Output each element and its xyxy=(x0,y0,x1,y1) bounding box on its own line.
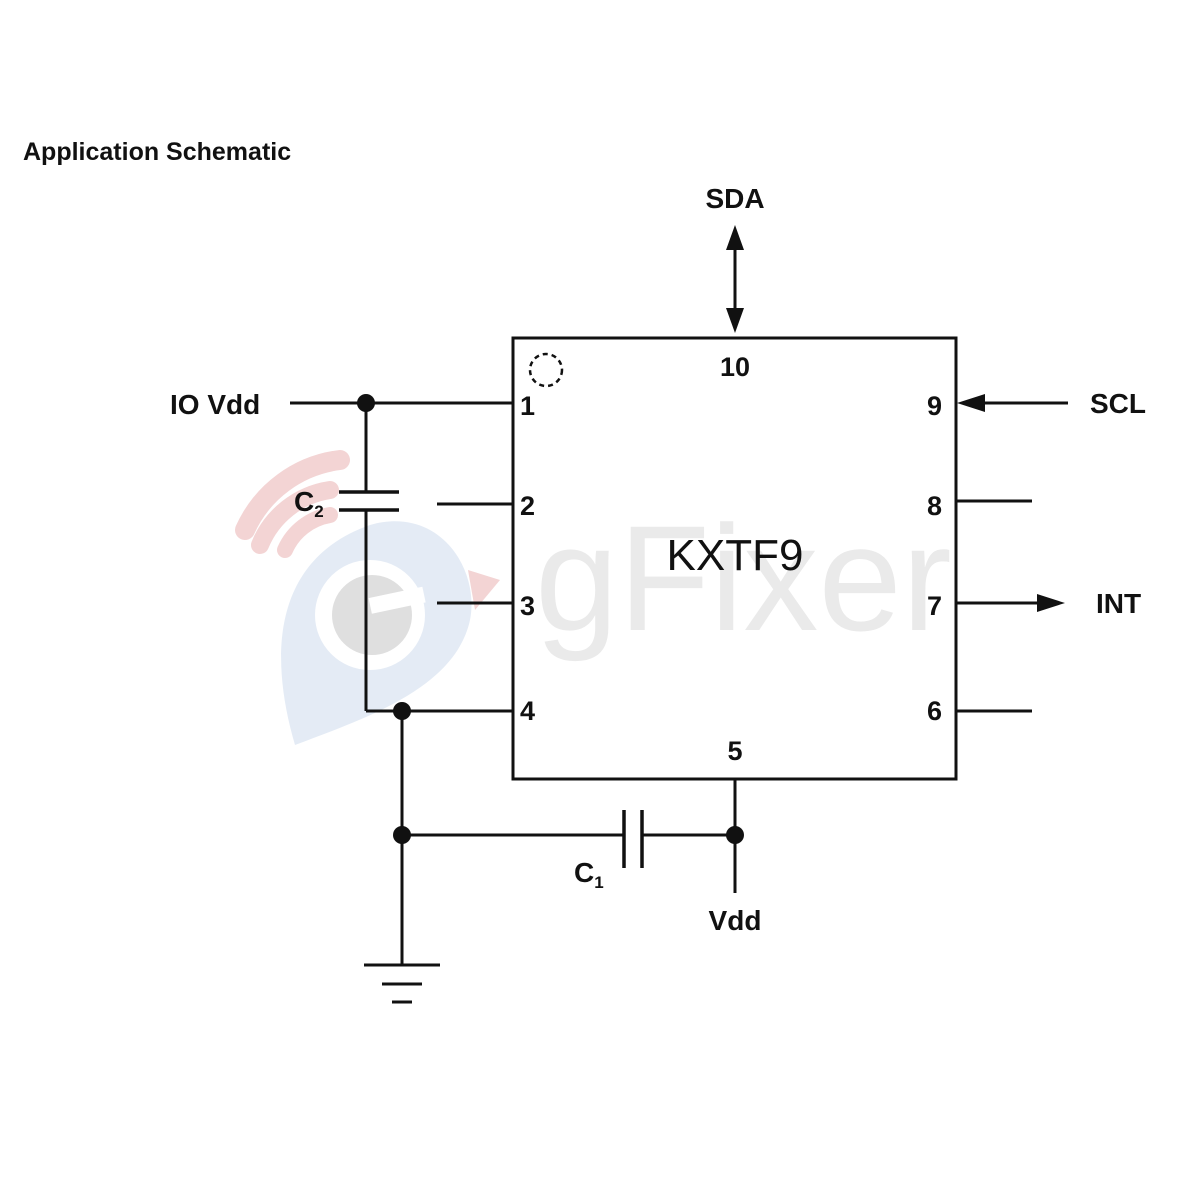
net-vdd-label: Vdd xyxy=(709,905,762,936)
pin-6-label: 6 xyxy=(927,696,942,726)
watermark-arrow xyxy=(468,570,500,610)
pin-7-label: 7 xyxy=(927,591,942,621)
ground-icon xyxy=(364,963,440,1004)
watermark-g-core xyxy=(332,575,412,655)
junction-vdd xyxy=(726,826,744,844)
pin-10-label: 10 xyxy=(720,352,750,382)
scl-arrow-icon xyxy=(957,394,1068,412)
pin-1-label: 1 xyxy=(520,391,535,421)
pin-4-label: 4 xyxy=(520,696,535,726)
sda-arrow-icon xyxy=(726,225,744,333)
pin-2-label: 2 xyxy=(520,491,535,521)
watermark-signal-arc-outer xyxy=(235,450,350,540)
pin-9-label: 9 xyxy=(927,391,942,421)
net-sda-label: SDA xyxy=(705,183,764,214)
net-scl-label: SCL xyxy=(1090,388,1146,419)
pin1-marker xyxy=(528,352,564,388)
watermark-signal-arc-inner xyxy=(277,507,338,558)
chip-name: KXTF9 xyxy=(667,531,804,580)
int-arrow-icon xyxy=(956,594,1065,612)
net-int-label: INT xyxy=(1096,588,1141,619)
c1-label: C1 xyxy=(574,857,604,892)
page-title: Application Schematic xyxy=(23,138,292,166)
watermark-logo: gFixer xyxy=(235,450,952,745)
watermark-g-bar xyxy=(368,586,426,614)
watermark-signal-arc-mid xyxy=(251,481,339,554)
watermark-text: gFixer xyxy=(535,494,952,662)
pin-5-label: 5 xyxy=(727,736,742,766)
net-io-vdd-label: IO Vdd xyxy=(170,389,260,420)
pin-3-label: 3 xyxy=(520,591,535,621)
pin-8-label: 8 xyxy=(927,491,942,521)
c2-label: C2 xyxy=(294,486,324,521)
